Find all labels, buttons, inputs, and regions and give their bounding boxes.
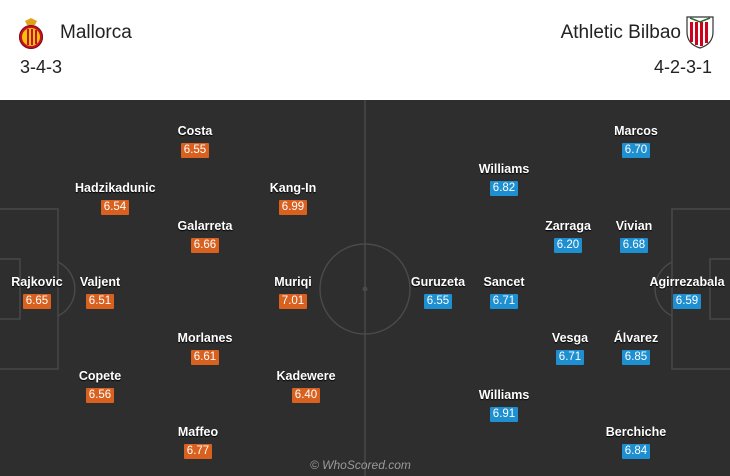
player-marker[interactable]: Zarraga 6.20 <box>528 219 608 253</box>
player-rating: 6.51 <box>85 294 115 309</box>
player-marker[interactable]: Kang-In 6.99 <box>253 181 333 215</box>
player-name: Valjent <box>79 275 121 289</box>
away-formation: 4-2-3-1 <box>653 57 712 77</box>
player-marker[interactable]: Williams 6.82 <box>464 162 544 196</box>
player-marker[interactable]: Morlanes 6.61 <box>165 331 245 365</box>
player-rating: 6.84 <box>621 444 651 459</box>
player-marker[interactable]: Maffeo 6.77 <box>158 425 238 459</box>
player-name: Berchiche <box>605 425 667 439</box>
player-name: Rajkovic <box>11 275 63 289</box>
player-name: Copete <box>78 369 122 383</box>
player-name: Costa <box>177 124 213 138</box>
home-formation: 3-4-3 <box>20 57 63 77</box>
player-name: Galarreta <box>177 219 233 233</box>
player-rating: 6.55 <box>423 294 453 309</box>
player-rating: 6.85 <box>621 350 651 365</box>
player-name: Muriqi <box>274 275 312 289</box>
player-rating: 6.77 <box>183 444 213 459</box>
player-name: Zarraga <box>545 219 591 233</box>
player-rating: 6.56 <box>85 388 115 403</box>
player-name: Williams <box>478 162 530 176</box>
player-marker[interactable]: Valjent 6.51 <box>60 275 140 309</box>
player-marker[interactable]: Costa 6.55 <box>155 124 235 158</box>
match-header: Mallorca 3-4-3 Athletic Bilbao 4-2-3-1 <box>0 0 730 96</box>
player-marker[interactable]: Álvarez 6.85 <box>596 331 676 365</box>
player-name: Morlanes <box>177 331 233 345</box>
pitch: Costa 6.55 Hadzikadunic 6.54 Kang-In 6.9… <box>0 100 730 476</box>
player-name: Agirrezabala <box>649 275 725 289</box>
player-marker[interactable]: Hadzikadunic 6.54 <box>75 181 156 215</box>
player-name: Kang-In <box>269 181 317 195</box>
player-marker[interactable]: Muriqi 7.01 <box>253 275 333 309</box>
player-rating: 6.20 <box>553 238 583 253</box>
mallorca-crest-icon <box>16 17 46 56</box>
player-name: Vivian <box>615 219 653 233</box>
whoscored-watermark: © WhoScored.com <box>310 458 411 472</box>
player-rating: 6.71 <box>489 294 519 309</box>
player-rating: 6.71 <box>555 350 585 365</box>
player-rating: 6.61 <box>190 350 220 365</box>
player-rating: 6.66 <box>190 238 220 253</box>
player-marker[interactable]: Vivian 6.68 <box>594 219 674 253</box>
player-name: Maffeo <box>177 425 219 439</box>
player-marker[interactable]: Marcos 6.70 <box>596 124 676 158</box>
player-name: Marcos <box>614 124 658 138</box>
player-rating: 6.70 <box>621 143 651 158</box>
player-marker[interactable]: Berchiche 6.84 <box>596 425 676 459</box>
player-rating: 6.40 <box>291 388 321 403</box>
player-rating: 6.91 <box>489 407 519 422</box>
player-rating: 6.99 <box>278 200 308 215</box>
player-name: Guruzeta <box>410 275 466 289</box>
player-rating: 6.65 <box>22 294 52 309</box>
player-marker[interactable]: Agirrezabala 6.59 <box>647 275 727 309</box>
player-marker[interactable]: Guruzeta 6.55 <box>398 275 478 309</box>
player-marker[interactable]: Sancet 6.71 <box>464 275 544 309</box>
player-marker[interactable]: Vesga 6.71 <box>530 331 610 365</box>
player-rating: 7.01 <box>278 294 308 309</box>
player-name: Sancet <box>483 275 525 289</box>
player-rating: 6.82 <box>489 181 519 196</box>
pitch-markings <box>0 100 730 476</box>
player-rating: 6.54 <box>100 200 130 215</box>
player-marker[interactable]: Copete 6.56 <box>60 369 140 403</box>
player-name: Kadewere <box>276 369 336 383</box>
home-team-name: Mallorca <box>60 22 132 43</box>
player-name: Hadzikadunic <box>75 181 156 195</box>
player-rating: 6.59 <box>672 294 702 309</box>
player-name: Williams <box>478 388 530 402</box>
player-rating: 6.68 <box>619 238 649 253</box>
player-marker[interactable]: Rajkovic 6.65 <box>0 275 77 309</box>
player-marker[interactable]: Williams 6.91 <box>464 388 544 422</box>
athletic-bilbao-crest-icon <box>684 14 716 55</box>
player-name: Álvarez <box>613 331 659 345</box>
player-marker[interactable]: Kadewere 6.40 <box>266 369 346 403</box>
player-rating: 6.55 <box>180 143 210 158</box>
away-team-name: Athletic Bilbao <box>560 22 681 43</box>
player-name: Vesga <box>551 331 589 345</box>
player-marker[interactable]: Galarreta 6.66 <box>165 219 245 253</box>
